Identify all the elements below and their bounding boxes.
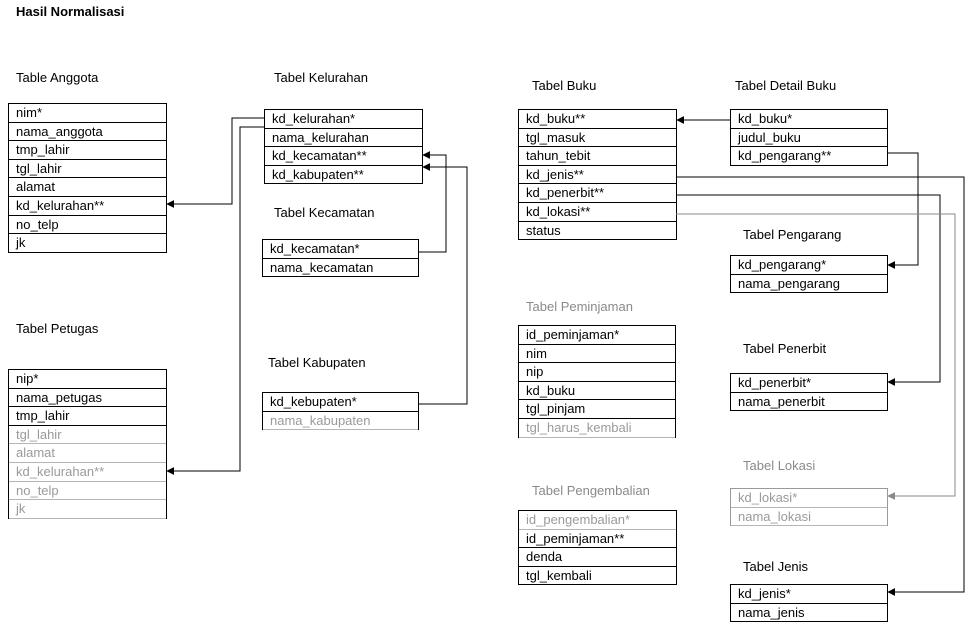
buku-field: kd_lokasi** — [519, 203, 676, 222]
pengembalian-field: id_peminjaman** — [519, 530, 676, 549]
petugas-field: kd_kelurahan** — [9, 463, 166, 482]
pengembalian-field: tgl_kembali — [519, 567, 676, 586]
connector-kelurahan-anggota — [166, 117, 264, 208]
pengarang-field: nama_pengarang — [731, 275, 887, 294]
petugas-field: jk — [9, 500, 166, 519]
kabupaten-field: kd_kebupaten* — [263, 393, 418, 412]
lokasi-table-title: Tabel Lokasi — [743, 458, 816, 473]
pengarang-table: kd_pengarang* nama_pengarang — [730, 255, 888, 294]
peminjaman-table-title: Tabel Peminjaman — [526, 299, 633, 314]
buku-table: kd_buku** tgl_masuk tahun_tebit kd_jenis… — [518, 109, 677, 241]
detail-buku-field: judul_buku — [731, 129, 887, 148]
page-title: Hasil Normalisasi — [16, 4, 125, 19]
kabupaten-table: kd_kebupaten* nama_kabupaten — [262, 392, 419, 431]
peminjaman-field: nim — [519, 345, 675, 364]
jenis-field: kd_jenis* — [731, 585, 887, 604]
kelurahan-field: kd_kabupaten** — [265, 166, 422, 185]
pengarang-table-title: Tabel Pengarang — [743, 227, 842, 242]
pengembalian-field: denda — [519, 548, 676, 567]
petugas-field: tmp_lahir — [9, 407, 166, 426]
penerbit-table: kd_penerbit* nama_penerbit — [730, 373, 888, 412]
peminjaman-field: tgl_pinjam — [519, 400, 675, 419]
detail-buku-field: kd_buku* — [731, 110, 887, 129]
anggota-table: nim* nama_anggota tmp_lahir tgl_lahir al… — [8, 103, 167, 253]
detail-buku-table-title: Tabel Detail Buku — [735, 78, 837, 93]
detail-buku-table: kd_buku* judul_buku kd_pengarang** — [730, 109, 888, 166]
buku-field: status — [519, 222, 676, 241]
kecamatan-field: kd_kecamatan* — [263, 240, 418, 259]
anggota-field: alamat — [9, 178, 166, 197]
buku-table-title: Tabel Buku — [532, 78, 597, 93]
pengembalian-table-title: Tabel Pengembalian — [532, 483, 650, 498]
buku-field: tgl_masuk — [519, 129, 676, 148]
penerbit-field: kd_penerbit* — [731, 374, 887, 393]
anggota-field: tgl_lahir — [9, 160, 166, 179]
detail-buku-field: kd_pengarang** — [731, 147, 887, 166]
petugas-table-title: Tabel Petugas — [16, 321, 99, 336]
petugas-field: nama_petugas — [9, 389, 166, 408]
kelurahan-field: nama_kelurahan — [265, 129, 422, 148]
jenis-field: nama_jenis — [731, 604, 887, 623]
buku-field: kd_jenis** — [519, 166, 676, 185]
anggota-field: kd_kelurahan** — [9, 197, 166, 216]
petugas-field: no_telp — [9, 482, 166, 501]
peminjaman-table: id_peminjaman* nim nip kd_buku tgl_pinja… — [518, 325, 676, 438]
kelurahan-field: kd_kelurahan* — [265, 110, 422, 129]
kelurahan-table-title: Tabel Kelurahan — [274, 70, 368, 85]
jenis-table-title: Tabel Jenis — [743, 559, 809, 574]
peminjaman-field: id_peminjaman* — [519, 326, 675, 345]
peminjaman-field: kd_buku — [519, 382, 675, 401]
penerbit-table-title: Tabel Penerbit — [743, 341, 827, 356]
connector-kelurahan-petugas — [166, 126, 264, 475]
pengembalian-field: id_pengembalian* — [519, 511, 676, 530]
kecamatan-table: kd_kecamatan* nama_kecamatan — [262, 239, 419, 278]
kabupaten-table-title: Tabel Kabupaten — [268, 355, 366, 370]
kecamatan-table-title: Tabel Kecamatan — [274, 205, 375, 220]
peminjaman-field: nip — [519, 363, 675, 382]
pengarang-field: kd_pengarang* — [731, 256, 887, 275]
penerbit-field: nama_penerbit — [731, 393, 887, 412]
lokasi-field: nama_lokasi — [731, 508, 887, 527]
anggota-field: jk — [9, 234, 166, 253]
anggota-field: no_telp — [9, 216, 166, 235]
petugas-field: nip* — [9, 370, 166, 389]
anggota-field: nama_anggota — [9, 123, 166, 142]
pengembalian-table: id_pengembalian* id_peminjaman** denda t… — [518, 510, 677, 586]
kecamatan-field: nama_kecamatan — [263, 259, 418, 278]
buku-field: tahun_tebit — [519, 147, 676, 166]
anggota-table-title: Table Anggota — [16, 70, 99, 85]
kelurahan-table: kd_kelurahan* nama_kelurahan kd_kecamata… — [264, 109, 423, 185]
petugas-table: nip* nama_petugas tmp_lahir tgl_lahir al… — [8, 369, 167, 519]
kabupaten-field: nama_kabupaten — [263, 412, 418, 431]
connector-kabupaten-kelurahan — [418, 163, 468, 405]
lokasi-table: kd_lokasi* nama_lokasi — [730, 488, 888, 527]
anggota-field: nim* — [9, 104, 166, 123]
petugas-field: tgl_lahir — [9, 426, 166, 445]
anggota-field: tmp_lahir — [9, 141, 166, 160]
jenis-table: kd_jenis* nama_jenis — [730, 584, 888, 623]
peminjaman-field: tgl_harus_kembali — [519, 419, 675, 438]
connector-detailbuku-pengarang — [887, 152, 919, 269]
buku-field: kd_buku** — [519, 110, 676, 129]
kelurahan-field: kd_kecamatan** — [265, 147, 422, 166]
buku-field: kd_penerbit** — [519, 184, 676, 203]
petugas-field: alamat — [9, 444, 166, 463]
lokasi-field: kd_lokasi* — [731, 489, 887, 508]
